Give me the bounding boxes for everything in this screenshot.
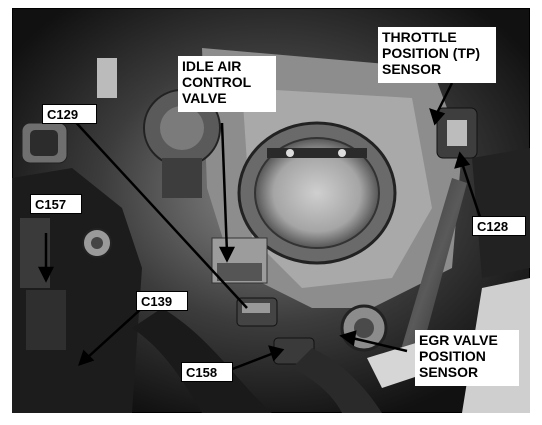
label-idle-air-control-valve: IDLE AIR CONTROL VALVE [178,56,276,112]
label-c157: C157 [30,194,82,214]
label-c158: C158 [181,362,233,382]
label-egr-valve-position-sensor: EGR VALVE POSITION SENSOR [415,330,519,386]
label-c129: C129 [42,104,97,124]
label-c139: C139 [136,291,188,311]
label-throttle-position-sensor: THROTTLE POSITION (TP) SENSOR [378,27,496,83]
label-c128: C128 [472,216,526,236]
